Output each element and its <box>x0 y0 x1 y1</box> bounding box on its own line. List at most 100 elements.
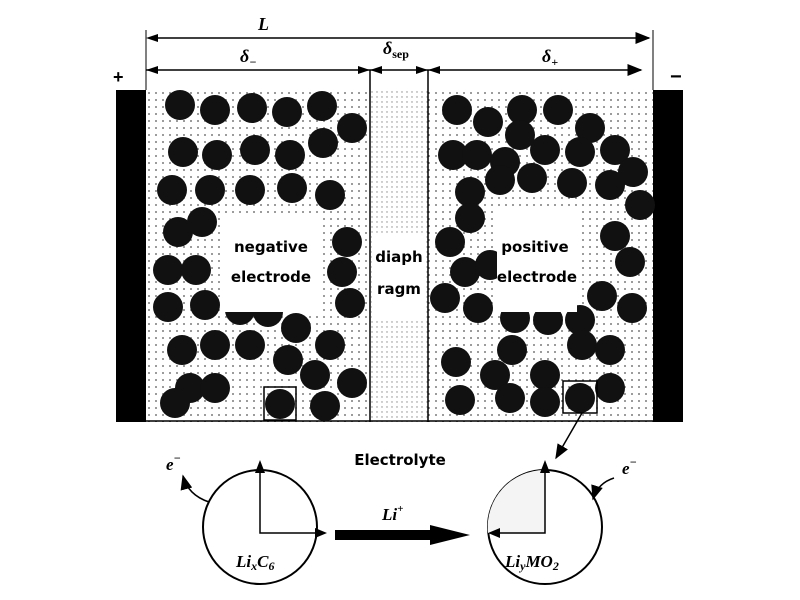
electron-right-label: e− <box>622 455 637 478</box>
particle <box>480 360 510 390</box>
particle <box>235 175 265 205</box>
particle <box>463 293 493 323</box>
particle <box>160 388 190 418</box>
positive-electrode-label-2: electrode <box>497 268 577 286</box>
anode-formula: LixC6 <box>235 552 274 573</box>
particle <box>281 313 311 343</box>
li-ion-arrow <box>335 530 435 540</box>
negative-thickness-label: δ− <box>240 46 257 69</box>
particle <box>530 360 560 390</box>
particle <box>442 95 472 125</box>
particle <box>543 95 573 125</box>
particle <box>335 288 365 318</box>
particle <box>237 93 267 123</box>
particle <box>441 347 471 377</box>
particle <box>625 190 655 220</box>
particle <box>530 387 560 417</box>
particle <box>315 180 345 210</box>
particle <box>307 91 337 121</box>
particle <box>157 175 187 205</box>
separator-label-2: ragm <box>377 280 421 298</box>
particle <box>567 330 597 360</box>
particle <box>565 383 595 413</box>
particle <box>497 335 527 365</box>
particle <box>272 97 302 127</box>
electrolyte-label: Electrolyte <box>354 451 446 469</box>
particle <box>455 177 485 207</box>
positive-electrode-label: positive <box>501 238 568 256</box>
positive-thickness-label: δ+ <box>542 46 558 69</box>
particle <box>435 227 465 257</box>
particle <box>265 389 295 419</box>
particle <box>273 345 303 375</box>
particle <box>163 217 193 247</box>
particle <box>310 391 340 421</box>
particle <box>187 207 217 237</box>
particle <box>595 170 625 200</box>
particle <box>168 137 198 167</box>
particle <box>505 120 535 150</box>
negative-terminal-sign: − <box>670 66 682 88</box>
particle <box>565 305 595 335</box>
particle <box>308 128 338 158</box>
particle <box>200 373 230 403</box>
anode-particle-highlight <box>263 386 297 421</box>
positive-current-collector <box>116 90 146 422</box>
particle <box>600 135 630 165</box>
positive-terminal-sign: + <box>113 67 124 87</box>
negative-electrode-label-box <box>222 215 320 312</box>
particle <box>495 383 525 413</box>
particle <box>167 335 197 365</box>
particle <box>462 140 492 170</box>
particle <box>153 292 183 322</box>
particle <box>337 113 367 143</box>
particle <box>430 283 460 313</box>
electron-in-arrow <box>591 477 615 501</box>
particle <box>455 203 485 233</box>
li-ion-label: Li+ <box>381 503 403 524</box>
particle <box>600 221 630 251</box>
cathode-particle-highlight <box>562 380 598 414</box>
particle <box>332 227 362 257</box>
particle <box>595 373 625 403</box>
negative-current-collector <box>653 90 683 422</box>
particle <box>618 157 648 187</box>
particle <box>200 95 230 125</box>
particle <box>235 330 265 360</box>
length-label: L <box>257 14 269 34</box>
particle <box>575 113 605 143</box>
particle <box>165 90 195 120</box>
separator-label: diaph <box>375 248 422 266</box>
particle <box>530 135 560 165</box>
particle <box>533 305 563 335</box>
particle <box>195 175 225 205</box>
particle <box>565 137 595 167</box>
particle <box>190 290 220 320</box>
particle <box>557 168 587 198</box>
negative-electrode-label-2: electrode <box>231 268 311 286</box>
particle <box>240 135 270 165</box>
separator-thickness-label: δsep <box>383 38 409 61</box>
particle <box>615 247 645 277</box>
particle <box>337 368 367 398</box>
cathode-formula: LiyMO2 <box>504 552 559 573</box>
particle <box>507 95 537 125</box>
particle <box>275 140 305 170</box>
particle <box>153 255 183 285</box>
particle <box>473 107 503 137</box>
particle <box>617 293 647 323</box>
particle <box>445 385 475 415</box>
positive-electrode-label-box <box>497 210 577 312</box>
separator-label-box <box>372 236 426 318</box>
active-particles <box>153 90 655 421</box>
particle <box>517 163 547 193</box>
electron-out-arrow <box>180 474 210 503</box>
particle <box>277 173 307 203</box>
particle <box>315 330 345 360</box>
particle <box>438 140 468 170</box>
negative-electrode-label: negative <box>234 238 308 256</box>
zoom-arrow <box>555 412 583 460</box>
particle <box>327 257 357 287</box>
particle <box>181 255 211 285</box>
